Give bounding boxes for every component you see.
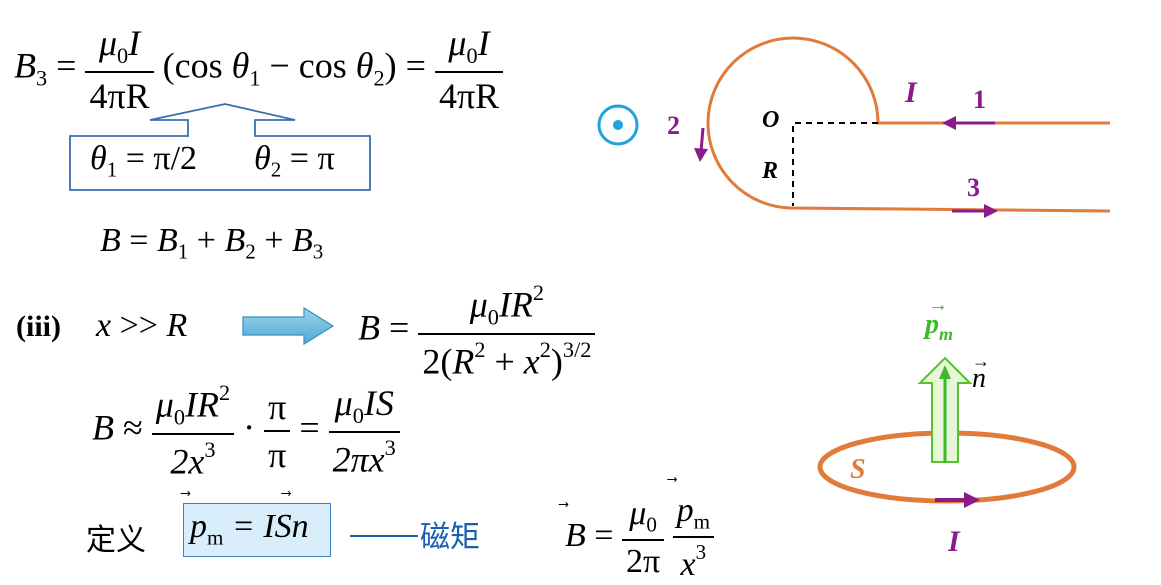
radius-dashed-line [792, 122, 878, 206]
label-2: 2 [667, 111, 680, 140]
magnetic-moment-term: 磁矩 [420, 520, 480, 555]
fraction-pi-over-pi: π π [264, 386, 291, 476]
label-n: n [972, 363, 986, 394]
fraction-approx-3: μ0IS 2πx3 [328, 382, 400, 481]
theta-values: θ1 = π/2 θ2 = π [90, 140, 335, 182]
fraction-result: μ0I 4πR [434, 22, 504, 117]
fraction-mu0-over-2pi: μ0 2π [621, 495, 665, 581]
label-O: O [762, 107, 779, 133]
label-pm-vector-mark: → [928, 295, 948, 316]
magnetic-moment-box [183, 503, 331, 557]
definition-dash [350, 535, 418, 537]
label-R: R [761, 158, 778, 184]
label-I: I [904, 76, 918, 109]
field-out-of-page-icon [597, 104, 639, 146]
wire-path [706, 36, 1111, 213]
equation-b3: B3 = μ0I 4πR (cos θ1 − cos θ2) = μ0I 4πR [14, 22, 504, 117]
loop-current-arrow [935, 492, 980, 508]
fraction-mu0-i-over-4pir: μ0I 4πR [85, 22, 154, 117]
label-1: 1 [973, 85, 986, 114]
definition-label: 定义 [86, 523, 146, 558]
current-arrow-3 [952, 204, 998, 218]
wire-diagram: O R I 1 2 3 [597, 36, 1111, 218]
label-n-vector-mark: → [972, 351, 990, 371]
equation-dipole-field: B⃗ = μ0 2π p⃗m x3 [565, 492, 715, 584]
fraction-loop: μ0IR2 2(R2 + x2)3/2 [418, 280, 596, 382]
case-iii-label: (iii) [16, 310, 61, 343]
label-pm: pm [923, 309, 953, 344]
label-S: S [850, 454, 866, 485]
current-loop-diagram: pm → n → S I [817, 295, 1077, 558]
current-arrow-1 [942, 116, 995, 130]
magnetic-moment-definition: p⃗m = ISn⃗ [190, 508, 309, 550]
fraction-approx-1: μ0IR2 2x3 [151, 380, 235, 482]
fraction-pm-over-x3: p⃗m x3 [672, 492, 715, 584]
equation-sum: B = B1 + B2 + B3 [100, 222, 324, 264]
current-arrow-2 [694, 127, 708, 162]
label-3: 3 [967, 173, 980, 202]
equation-approx: B ≈ μ0IR2 2x3 · π π = μ0IS 2πx3 [92, 380, 400, 482]
label-I-loop: I [947, 525, 961, 558]
pm-arrow [939, 365, 951, 463]
implies-arrow-icon [242, 306, 335, 346]
equation-loop-axis: B = μ0IR2 2(R2 + x2)3/2 [358, 280, 596, 382]
case-iii-condition: x >> R [96, 307, 188, 344]
theta-callout-box [69, 103, 371, 191]
